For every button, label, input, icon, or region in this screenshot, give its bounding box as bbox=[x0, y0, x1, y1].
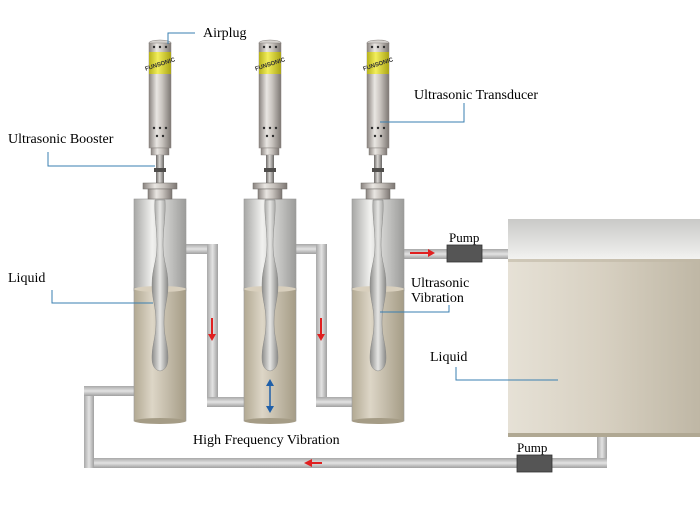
transducer-1-hole-5 bbox=[161, 134, 165, 138]
probe-2 bbox=[261, 199, 279, 372]
transducer-assembly-2: FUNSONIC bbox=[252, 39, 288, 200]
transducer-3-hole-2 bbox=[376, 126, 380, 130]
transducer-2-hole-top-3 bbox=[274, 45, 278, 49]
transducer-1-band bbox=[149, 52, 171, 74]
booster-2-ring bbox=[264, 168, 276, 172]
reactor-1-bottom bbox=[134, 418, 186, 424]
leader-booster bbox=[47, 152, 155, 167]
booster-3-collar bbox=[365, 188, 391, 200]
transducer-3-hole-3 bbox=[382, 126, 386, 130]
transducer-3-hole-1 bbox=[370, 126, 374, 130]
transducer-3-hole-4 bbox=[373, 134, 377, 138]
leader-vibration bbox=[380, 305, 450, 313]
transducer-2-band bbox=[259, 52, 281, 74]
label-ultrasonic-vibration: Ultrasonic Vibration bbox=[411, 276, 470, 306]
label-liquid-left: Liquid bbox=[8, 271, 46, 286]
booster-1-plate bbox=[142, 182, 178, 190]
booster-3-plate bbox=[360, 182, 396, 190]
transducer-3-flange bbox=[368, 147, 388, 156]
flow-arrows bbox=[208, 249, 435, 467]
label-ultrasonic-transducer: Ultrasonic Transducer bbox=[414, 88, 539, 103]
transducer-2-hole-4 bbox=[265, 134, 269, 138]
tank-top-empty bbox=[508, 219, 700, 259]
label-liquid-tank: Liquid bbox=[430, 350, 468, 365]
leader-liquid-tank bbox=[455, 367, 558, 381]
probes bbox=[151, 199, 387, 372]
pipe-2-3-bottom bbox=[316, 397, 356, 407]
transducer-3-hole-top-1 bbox=[370, 45, 374, 49]
reactor-2-bottom bbox=[244, 418, 296, 424]
reactor-3-bottom bbox=[352, 418, 404, 424]
pipe-return-left bbox=[84, 386, 94, 468]
leader-lines bbox=[47, 32, 558, 381]
transducer-3-band bbox=[367, 52, 389, 74]
pump-top-icon bbox=[446, 244, 483, 263]
transducer-1-flange bbox=[150, 147, 170, 156]
transducer-assembly-3: FUNSONIC bbox=[360, 39, 396, 200]
booster-2-plate bbox=[252, 182, 288, 190]
tank-inner-shade bbox=[508, 259, 700, 262]
liquid-tank bbox=[508, 219, 700, 437]
pipe-2-3-top bbox=[295, 244, 327, 254]
transducer-2-hole-top-2 bbox=[268, 45, 272, 49]
label-pump-top: Pump bbox=[449, 230, 480, 245]
transducer-1-hole-2 bbox=[158, 126, 162, 130]
transducer-1-hole-4 bbox=[155, 134, 159, 138]
transducer-2-hole-top-1 bbox=[262, 45, 266, 49]
booster-1-collar bbox=[147, 188, 173, 200]
probe-3 bbox=[369, 199, 387, 372]
booster-3-ring bbox=[372, 168, 384, 172]
booster-1-ring bbox=[154, 168, 166, 172]
flow-arrow-to-pump bbox=[410, 249, 435, 257]
probe-1 bbox=[151, 199, 169, 372]
leader-transducer bbox=[380, 103, 465, 123]
label-ultrasonic-booster: Ultrasonic Booster bbox=[8, 132, 114, 147]
pipe-1-2-bottom bbox=[207, 397, 247, 407]
tank-bottom-edge bbox=[508, 433, 700, 437]
transducer-3-hole-top-2 bbox=[376, 45, 380, 49]
transducer-assembly-1: FUNSONIC bbox=[142, 39, 178, 200]
pipe-return-tank-down bbox=[597, 432, 607, 468]
label-high-frequency-vibration: High Frequency Vibration bbox=[193, 433, 340, 448]
transducer-1-hole-3 bbox=[164, 126, 168, 130]
transducer-2-hole-1 bbox=[262, 126, 266, 130]
transducer-2-hole-2 bbox=[268, 126, 272, 130]
transducer-2-hole-3 bbox=[274, 126, 278, 130]
tank-liquid-body bbox=[508, 259, 700, 437]
flow-arrow-down-1 bbox=[208, 318, 216, 341]
label-pump-bottom: Pump bbox=[517, 440, 548, 455]
transducer-1-hole-top-1 bbox=[152, 45, 156, 49]
flow-arrow-return bbox=[304, 459, 322, 467]
transducer-3-hole-5 bbox=[379, 134, 383, 138]
transducer-1-hole-top-2 bbox=[158, 45, 162, 49]
transducers: FUNSONIC FUNSONIC FUNSONIC bbox=[142, 39, 396, 200]
flow-arrow-down-2 bbox=[317, 318, 325, 341]
leader-liquid-left bbox=[51, 290, 153, 304]
leader-airplug bbox=[167, 32, 195, 44]
transducer-3-hole-top-3 bbox=[382, 45, 386, 49]
vibration-arrow bbox=[266, 379, 274, 413]
transducer-1-hole-top-3 bbox=[164, 45, 168, 49]
transducer-2-flange bbox=[260, 147, 280, 156]
pipe-1-2-top bbox=[186, 244, 218, 254]
booster-2-collar bbox=[257, 188, 283, 200]
transducer-2-hole-5 bbox=[271, 134, 275, 138]
label-airplug: Airplug bbox=[203, 26, 247, 41]
pipe-return-into-reactor bbox=[84, 386, 134, 396]
pump-bottom-icon bbox=[516, 454, 553, 473]
pipe-return-bottom bbox=[84, 458, 607, 468]
transducer-1-hole-1 bbox=[152, 126, 156, 130]
